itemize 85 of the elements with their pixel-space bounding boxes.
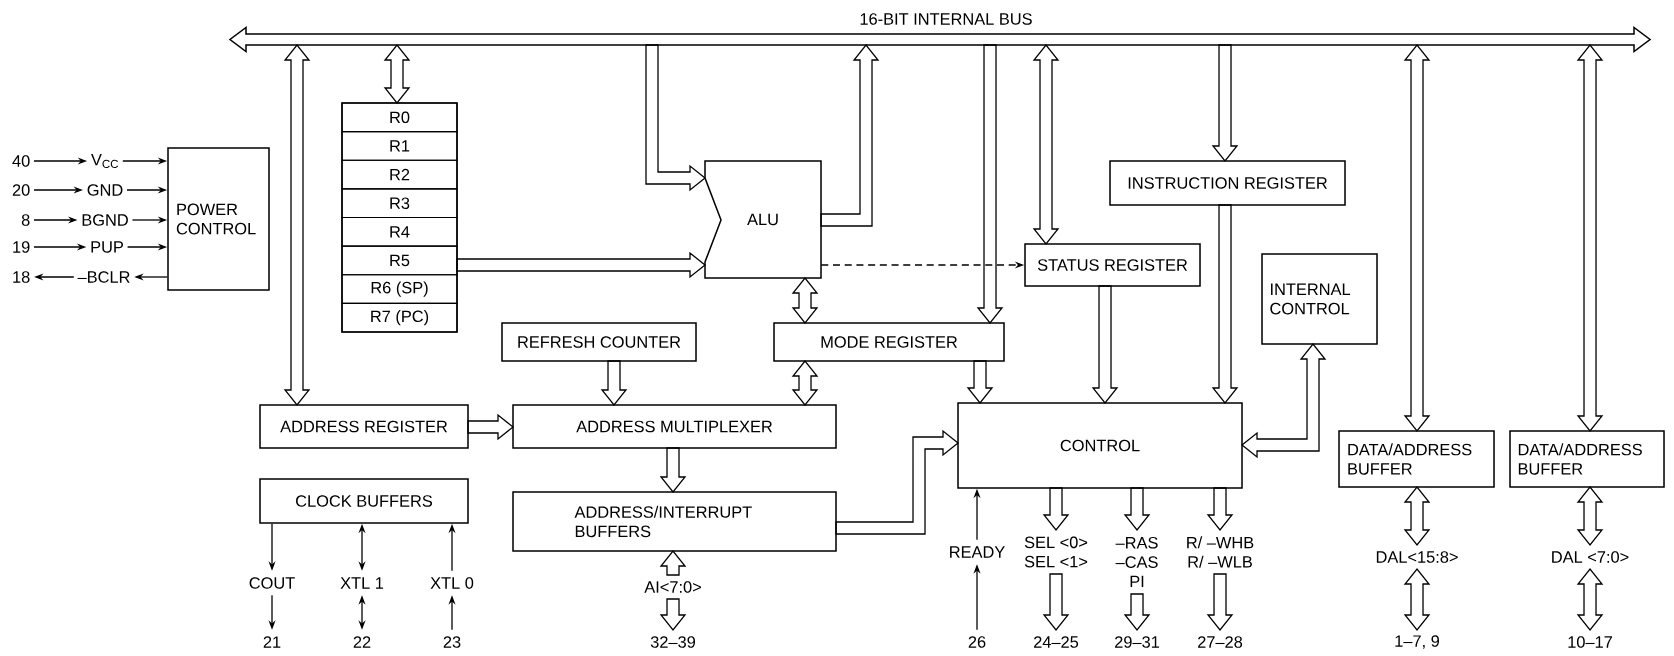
register-row: R2 bbox=[341, 159, 458, 190]
hollow-arrow bbox=[1403, 567, 1431, 632]
pin-number: 22 bbox=[353, 636, 371, 648]
signal-label: COUT bbox=[249, 577, 295, 589]
block-box: INTERNAL CONTROL bbox=[1261, 253, 1378, 345]
pin-number: 29–31 bbox=[1115, 636, 1159, 648]
hollow-arrow bbox=[820, 43, 880, 227]
hollow-arrow bbox=[1403, 43, 1431, 433]
hollow-arrow bbox=[1576, 567, 1604, 632]
register-row: R1 bbox=[341, 131, 458, 161]
signal-label: BGND bbox=[82, 214, 128, 226]
hollow-arrow bbox=[283, 43, 311, 407]
hollow-arrow bbox=[1123, 487, 1151, 532]
pin-number: 40 bbox=[12, 155, 30, 167]
hollow-arrow bbox=[600, 360, 628, 407]
block-box: ADDRESS REGISTER bbox=[259, 404, 469, 449]
hollow-arrow bbox=[976, 44, 1004, 325]
hollow-arrow bbox=[1211, 204, 1239, 405]
signal-label: –BCLR bbox=[77, 271, 130, 283]
register-row: R0 bbox=[341, 102, 458, 133]
pin-number: 23 bbox=[443, 636, 461, 648]
register-row: R6 (SP) bbox=[341, 274, 458, 304]
pin-number: 27–28 bbox=[1198, 636, 1243, 648]
pin-number: 1–7, 9 bbox=[1395, 635, 1439, 649]
pin-number: 32–39 bbox=[650, 636, 695, 648]
signal-label: GND bbox=[87, 184, 123, 196]
block-box: POWER CONTROL bbox=[167, 147, 270, 291]
signal-label: READY bbox=[950, 546, 1005, 558]
hollow-arrow bbox=[1123, 593, 1151, 632]
signal-label: –RAS –CAS PI bbox=[1115, 536, 1158, 588]
pin-number: 10–17 bbox=[1568, 636, 1612, 648]
hollow-arrow bbox=[966, 360, 994, 405]
hollow-arrow bbox=[1403, 485, 1431, 547]
signal-label: R/ –WHB R/ –WLB bbox=[1187, 536, 1254, 568]
block-box: CONTROL bbox=[957, 402, 1243, 489]
signal-label: V$_{CC}$ bbox=[91, 154, 119, 168]
hollow-arrow bbox=[835, 429, 960, 535]
block-box: ADDRESS/INTERRUPT BUFFERS bbox=[512, 491, 837, 552]
block-box: STATUS REGISTER bbox=[1024, 243, 1201, 287]
pin-number: 18 bbox=[13, 271, 30, 283]
hollow-arrow bbox=[1206, 573, 1234, 632]
pin-number: 26 bbox=[968, 636, 986, 648]
block-box: INSTRUCTION REGISTER bbox=[1109, 160, 1346, 206]
hollow-arrow bbox=[383, 43, 411, 105]
register-row: R7 (PC) bbox=[341, 302, 458, 333]
block-box: REFRESH COUNTER bbox=[501, 322, 697, 362]
signal-label: DAL<15:8> bbox=[1376, 551, 1458, 563]
block-box: MODE REGISTER bbox=[773, 322, 1005, 362]
hollow-arrow bbox=[791, 276, 819, 325]
block-box: ADDRESS MULTIPLEXER bbox=[512, 404, 837, 449]
hollow-arrow bbox=[456, 251, 707, 279]
hollow-arrow bbox=[1032, 43, 1060, 246]
signal-label: AI<7:0> bbox=[644, 581, 701, 593]
register-row: R3 bbox=[341, 188, 458, 219]
block-box: DATA/ADDRESS BUFFER bbox=[1338, 430, 1495, 488]
hollow-arrow bbox=[1042, 573, 1070, 632]
hollow-arrow bbox=[659, 549, 687, 576]
block-box: DATA/ADDRESS BUFFER bbox=[1509, 430, 1665, 488]
register-row: R4 bbox=[341, 216, 458, 247]
alu-block: ALU bbox=[704, 160, 822, 279]
pin-number: 19 bbox=[13, 241, 30, 253]
pin-number: 24–25 bbox=[1034, 636, 1079, 648]
signal-label: XTL 0 bbox=[430, 577, 474, 589]
hollow-arrow bbox=[1576, 485, 1604, 547]
signal-label: XTL 1 bbox=[340, 577, 384, 589]
hollow-arrow bbox=[1240, 342, 1327, 459]
hollow-arrow bbox=[1211, 44, 1239, 163]
hollow-arrow bbox=[659, 598, 687, 632]
register-row: R5 bbox=[341, 245, 458, 276]
pin-number: 20 bbox=[12, 184, 30, 196]
pin-number: 8 bbox=[21, 214, 30, 226]
block-box: CLOCK BUFFERS bbox=[259, 478, 469, 524]
hollow-arrow bbox=[1091, 285, 1119, 405]
hollow-arrow bbox=[791, 359, 819, 407]
hollow-arrow bbox=[659, 447, 687, 494]
bus-label: 16-BIT INTERNAL BUS bbox=[860, 13, 1032, 25]
hollow-arrow bbox=[1576, 43, 1604, 433]
signal-label: SEL <0> SEL <1> bbox=[1024, 536, 1088, 568]
pin-number: 21 bbox=[263, 636, 281, 648]
hollow-arrow bbox=[467, 413, 515, 441]
signal-label: DAL <7:0> bbox=[1552, 551, 1629, 563]
hollow-arrow bbox=[1206, 487, 1234, 532]
hollow-arrow bbox=[1042, 487, 1070, 532]
signal-label: PUP bbox=[91, 241, 123, 253]
hollow-arrow bbox=[645, 44, 707, 192]
